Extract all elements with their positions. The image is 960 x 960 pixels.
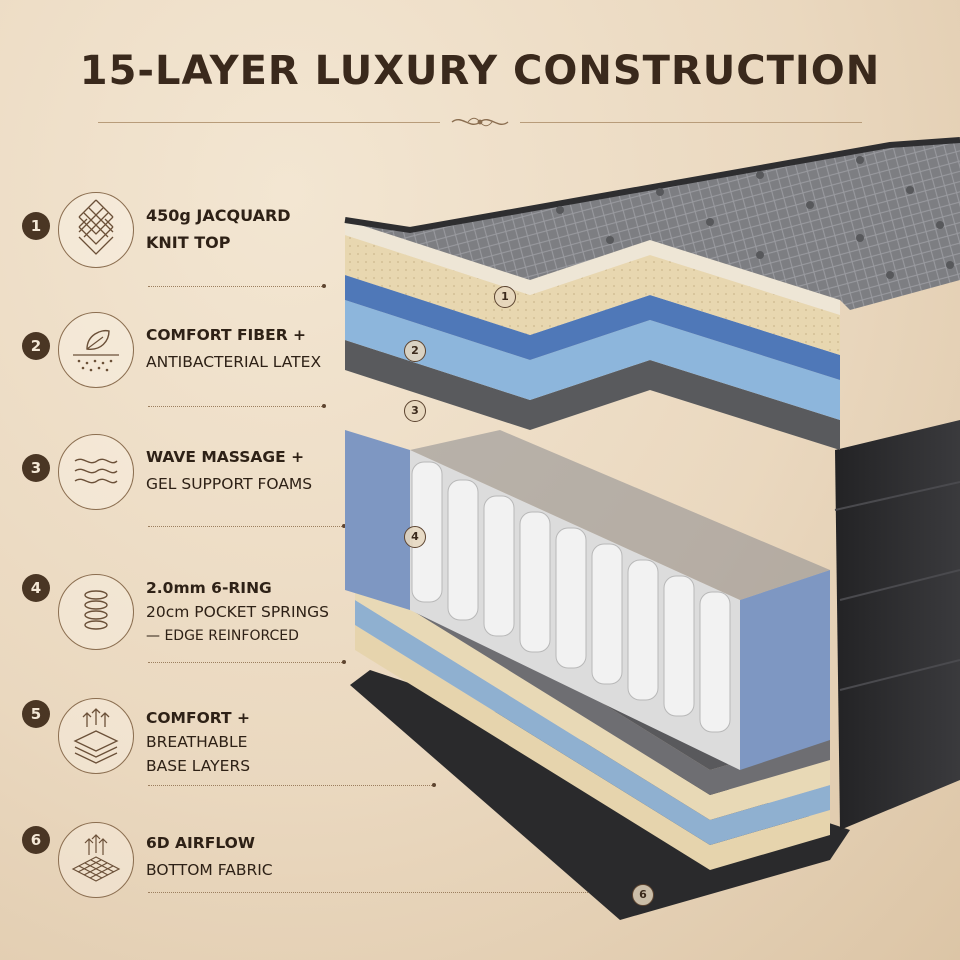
- feature-label: COMFORT + BREATHABLE BASE LAYERS: [146, 706, 356, 778]
- airflow-grid-icon: [58, 822, 134, 898]
- comfort-fiber-layer: [345, 220, 840, 315]
- side-quilt-line: [834, 481, 960, 691]
- knit-weave-icon: [58, 192, 134, 268]
- leader-dot: [342, 524, 346, 528]
- callout-marker-4: 4: [404, 526, 426, 548]
- callout-marker-2: 2: [404, 340, 426, 362]
- title-divider-right: [520, 122, 862, 123]
- spring-top-felt: [410, 430, 830, 600]
- leader-line-1: [148, 286, 324, 287]
- leader-dot: [342, 660, 346, 664]
- feature-label: COMFORT FIBER + ANTIBACTERIAL LATEX: [146, 322, 356, 376]
- feature-label: 450g JACQUARD KNIT TOP: [146, 202, 356, 256]
- callout-marker-6: 6: [632, 884, 654, 906]
- feature-number-badge: 5: [22, 700, 50, 728]
- feature-label-line: COMFORT FIBER +: [146, 326, 307, 344]
- feature-label-line: 450g JACQUARD: [146, 206, 291, 225]
- feature-label-line: KNIT TOP: [146, 233, 231, 252]
- leader-line-2: [148, 406, 324, 407]
- gel-support-foam: [345, 300, 840, 420]
- mattress-side-panel: [835, 420, 960, 830]
- feature-label-line: GEL SUPPORT FOAMS: [146, 475, 313, 493]
- leader-line-3: [148, 526, 344, 527]
- base-felt-layer: [355, 550, 830, 795]
- feature-number-badge: 2: [22, 332, 50, 360]
- edge-support-foam-left: [345, 430, 410, 610]
- feature-number-badge: 1: [22, 212, 50, 240]
- feature-label-line: WAVE MASSAGE +: [146, 448, 305, 466]
- feature-number-badge: 6: [22, 826, 50, 854]
- feature-label-line: BREATHABLE: [146, 733, 248, 751]
- feature-number-badge: 3: [22, 454, 50, 482]
- feature-label-line: 2.0mm 6-RING: [146, 579, 272, 597]
- leader-line-5: [148, 785, 434, 786]
- feature-label: WAVE MASSAGE + GEL SUPPORT FOAMS: [146, 444, 356, 498]
- wave-lines-icon: [58, 434, 134, 510]
- felt-layer: [345, 340, 840, 450]
- feature-label-line: — EDGE REINFORCED: [146, 628, 299, 644]
- feature-label-line: COMFORT +: [146, 709, 250, 727]
- feature-label-line: BASE LAYERS: [146, 757, 251, 775]
- feature-number-badge: 4: [22, 574, 50, 602]
- edge-support-foam-right: [740, 570, 830, 770]
- feature-label-line: BOTTOM FABRIC: [146, 861, 273, 879]
- leader-line-4: [148, 662, 344, 663]
- quilt-tuft-points: [556, 156, 954, 279]
- base-comfort-layer: [355, 575, 830, 820]
- feature-label-line: 6D AIRFLOW: [146, 834, 255, 852]
- antibacterial-latex-layer: [345, 235, 840, 355]
- leader-dot: [322, 284, 326, 288]
- feature-label-line: ANTIBACTERIAL LATEX: [146, 353, 322, 371]
- feature-label: 2.0mm 6-RING 20cm POCKET SPRINGS — EDGE …: [146, 576, 356, 648]
- pocket-spring-coils: [411, 461, 731, 733]
- top-edge-binding: [344, 137, 960, 234]
- jacquard-knit-top: [345, 140, 960, 310]
- ornament-icon: [451, 117, 509, 127]
- coil-spring-icon: [58, 574, 134, 650]
- feature-label: 6D AIRFLOW BOTTOM FABRIC: [146, 830, 356, 884]
- title-divider-left: [98, 122, 440, 123]
- base-support-foam-layer: [355, 600, 830, 845]
- wave-massage-foam: [345, 275, 840, 380]
- callout-marker-1: 1: [494, 286, 516, 308]
- base-latex-layer: [355, 625, 830, 870]
- page-title: 15-LAYER LUXURY CONSTRUCTION: [79, 48, 881, 94]
- leader-dot: [322, 404, 326, 408]
- leader-line-6: [148, 892, 632, 893]
- mattress-cutaway-illustration: [344, 137, 960, 920]
- feature-label-line: 20cm POCKET SPRINGS: [146, 603, 329, 621]
- leader-dot: [432, 783, 436, 787]
- callout-marker-3: 3: [404, 400, 426, 422]
- stacked-layers-icon: [58, 698, 134, 774]
- leaf-fiber-icon: [58, 312, 134, 388]
